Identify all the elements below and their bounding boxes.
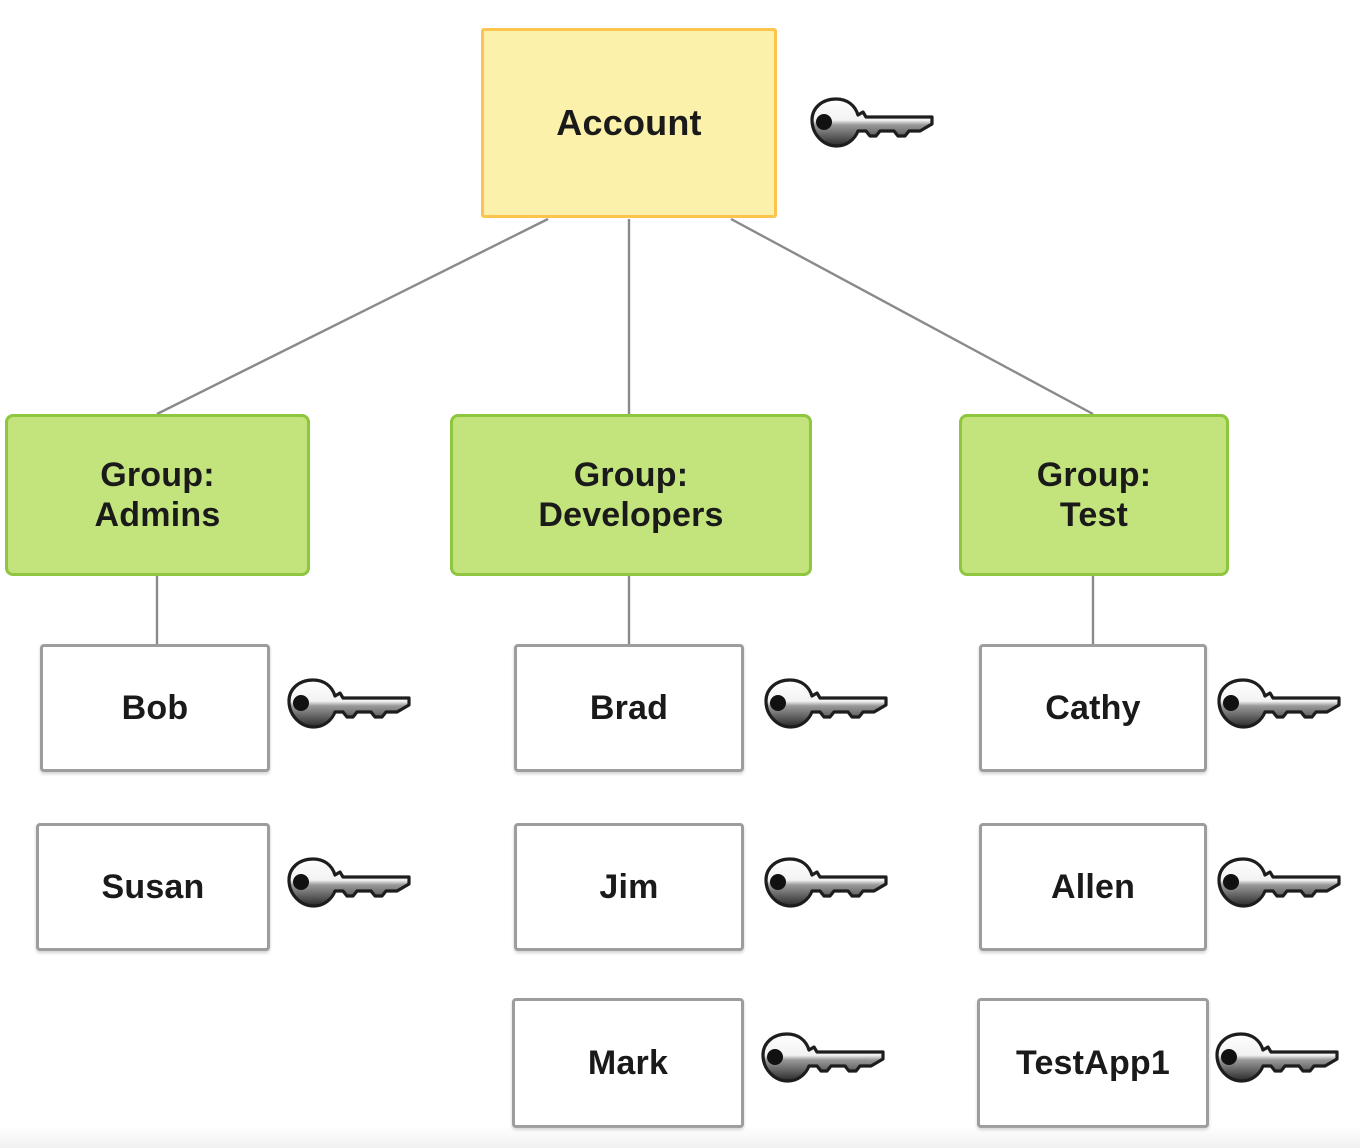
key-icon-body bbox=[810, 97, 934, 148]
key-icon-body bbox=[1217, 857, 1341, 908]
node-user-cathy[interactable]: Cathy bbox=[979, 644, 1207, 772]
node-user-testapp1[interactable]: TestApp1 bbox=[977, 998, 1209, 1128]
node-user-bob-label: Bob bbox=[121, 688, 189, 727]
node-account-label: Account bbox=[556, 101, 702, 143]
node-user-bob[interactable]: Bob bbox=[40, 644, 270, 772]
node-group-developers[interactable]: Group: Developers bbox=[450, 414, 812, 576]
key-icon bbox=[283, 855, 415, 913]
edge-account-to-admins bbox=[156, 217, 549, 416]
key-icon bbox=[1213, 855, 1345, 913]
key-icon-body bbox=[761, 1032, 885, 1083]
node-group-test-label: Group: Test bbox=[1036, 455, 1152, 534]
node-user-brad[interactable]: Brad bbox=[514, 644, 744, 772]
bottom-edge-fade bbox=[0, 1126, 1360, 1148]
key-icon-hole bbox=[767, 1049, 783, 1065]
key-icon bbox=[760, 676, 892, 734]
node-group-admins-label: Group: Admins bbox=[94, 455, 221, 534]
node-user-allen-label: Allen bbox=[1050, 867, 1136, 906]
key-icon-hole bbox=[816, 114, 832, 130]
node-user-allen[interactable]: Allen bbox=[979, 823, 1207, 951]
key-icon-hole bbox=[293, 874, 309, 890]
key-icon bbox=[283, 676, 415, 734]
key-icon-hole bbox=[1221, 1049, 1237, 1065]
key-icon-body bbox=[287, 857, 411, 908]
key-icon bbox=[757, 1030, 889, 1088]
node-user-jim[interactable]: Jim bbox=[514, 823, 744, 951]
node-group-developers-label: Group: Developers bbox=[538, 455, 724, 534]
key-icon-hole bbox=[770, 874, 786, 890]
node-group-test[interactable]: Group: Test bbox=[959, 414, 1229, 576]
key-icon-hole bbox=[293, 695, 309, 711]
key-icon-body bbox=[764, 857, 888, 908]
key-icon-body bbox=[1215, 1032, 1339, 1083]
node-user-susan-label: Susan bbox=[101, 867, 205, 906]
edge-account-to-test bbox=[730, 217, 1094, 416]
key-icon bbox=[1213, 676, 1345, 734]
key-icon-body bbox=[287, 678, 411, 729]
node-user-cathy-label: Cathy bbox=[1045, 688, 1141, 727]
node-user-mark[interactable]: Mark bbox=[512, 998, 744, 1128]
node-user-jim-label: Jim bbox=[599, 867, 659, 906]
node-user-testapp1-label: TestApp1 bbox=[1016, 1043, 1170, 1082]
key-icon bbox=[1211, 1030, 1343, 1088]
key-icon-body bbox=[1217, 678, 1341, 729]
key-icon bbox=[806, 95, 938, 153]
node-user-brad-label: Brad bbox=[589, 688, 669, 727]
node-account[interactable]: Account bbox=[481, 28, 777, 218]
key-icon-body bbox=[764, 678, 888, 729]
node-user-susan[interactable]: Susan bbox=[36, 823, 270, 951]
key-icon-hole bbox=[1223, 874, 1239, 890]
key-icon-hole bbox=[1223, 695, 1239, 711]
key-icon bbox=[760, 855, 892, 913]
node-user-mark-label: Mark bbox=[587, 1043, 669, 1082]
key-icon-hole bbox=[770, 695, 786, 711]
node-group-admins[interactable]: Group: Admins bbox=[5, 414, 310, 576]
